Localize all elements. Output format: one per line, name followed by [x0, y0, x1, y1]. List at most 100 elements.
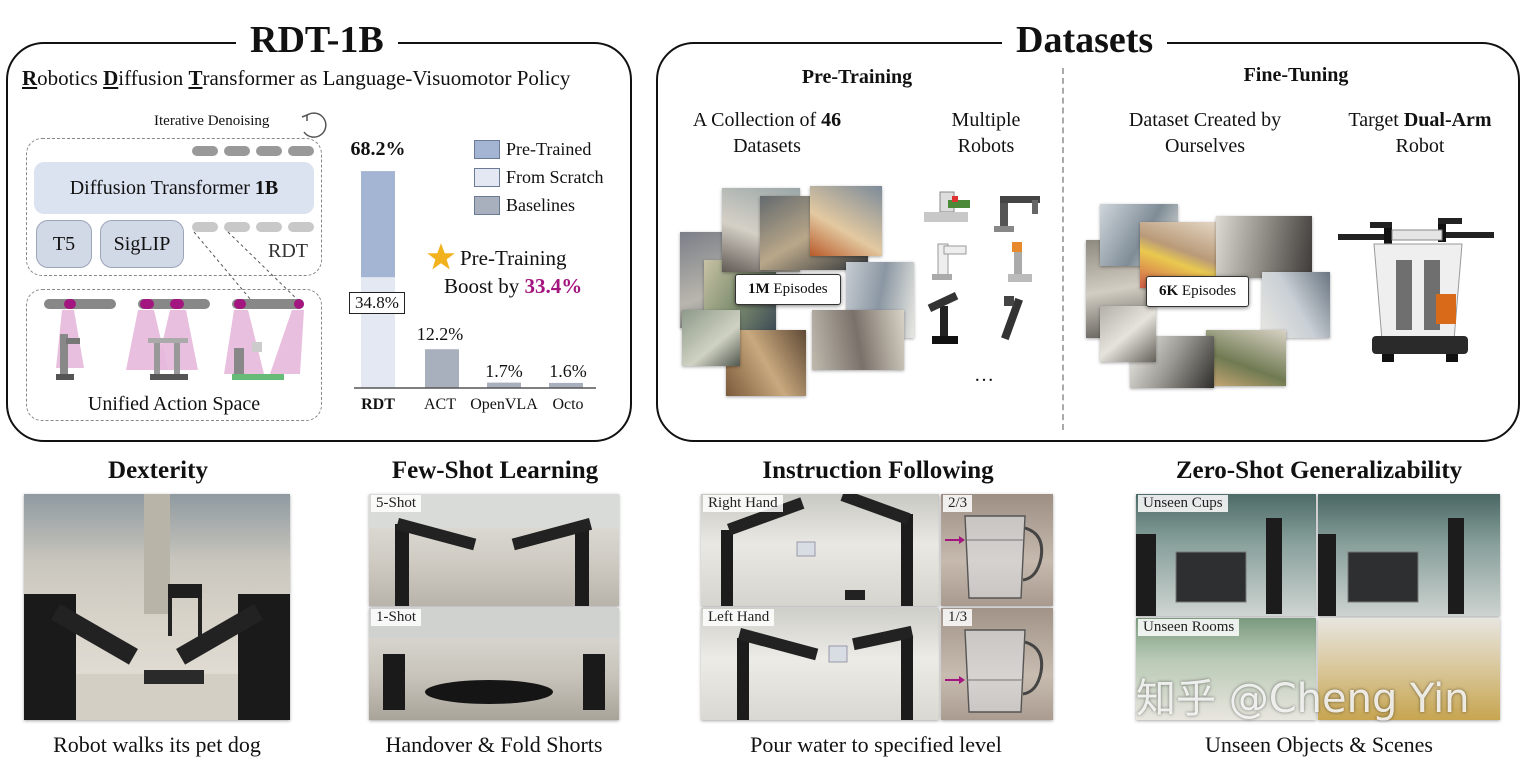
rdt-model-box [26, 138, 322, 276]
instruction-title: Instruction Following [762, 457, 994, 484]
connector-lines [193, 231, 305, 307]
own-line2: Ourselves [1165, 135, 1245, 157]
action-space-label: Unified Action Space [87, 393, 261, 415]
target-robot-text: Target Dual-Arm Robot [1326, 107, 1514, 159]
legend-swatch-baselines [474, 196, 500, 215]
dataset-thumb [812, 310, 904, 370]
zeroshot-title: Zero-Shot Generalizability [1175, 457, 1463, 484]
datasets-title: Datasets [1002, 18, 1168, 62]
robot-icon [1001, 296, 1023, 341]
noise-token [288, 146, 314, 156]
episodes-word: Episodes [769, 281, 828, 297]
subtitle-letter-r: R [22, 66, 38, 90]
boost-value: 33.4% [524, 274, 583, 298]
noise-token [256, 146, 282, 156]
subtitle-part: iffusion [118, 66, 189, 90]
zeroshot-tag-cups: Unseen Cups [1138, 495, 1228, 512]
slot-token-active [170, 299, 184, 309]
instruction-tag-23: 2/3 [943, 495, 973, 512]
zeroshot-tag-rooms: Unseen Rooms [1138, 619, 1240, 636]
instruction-photo-right: Right Hand [701, 494, 939, 606]
robots-line1: Multiple [951, 109, 1021, 131]
slot-token [232, 299, 304, 309]
legend-swatch-pretrained [474, 140, 500, 159]
target-bold: Dual-Arm [1403, 109, 1492, 131]
openvla-value-label: 1.7% [485, 361, 523, 381]
robot-arms-illustration [56, 310, 304, 380]
action-token [256, 222, 282, 232]
fewshot-photo-1shot: 1-Shot [369, 608, 619, 720]
dexterity-caption: Robot walks its pet dog [53, 732, 261, 757]
episodes-count: 6K [1159, 283, 1179, 299]
robot-icon [924, 191, 970, 222]
t5-encoder-block: T5 [36, 220, 92, 268]
boost-prefix: Boost by [444, 274, 525, 298]
slot-token-active [234, 299, 246, 309]
dataset-thumb [682, 310, 740, 366]
action-token [224, 222, 250, 232]
collection-line2: Datasets [733, 135, 801, 157]
own-dataset-text: Dataset Created by Ourselves [1094, 107, 1316, 159]
dual-arm-robot-illustration [1338, 218, 1494, 362]
slot-token-active [294, 299, 304, 309]
episodes-badge-6k: 6K Episodes [1146, 276, 1250, 307]
fewshot-caption: Handover & Fold Shorts [385, 732, 603, 757]
slot-token-active [140, 299, 154, 309]
noise-token [192, 146, 218, 156]
category-label-rdt: RDT [361, 396, 395, 413]
act-value-label: 12.2% [416, 324, 464, 344]
zeroshot-photo-cups-1: Unseen Cups [1136, 494, 1316, 616]
watermark: 知乎 @Cheng Yin [1136, 676, 1470, 722]
rdt-label: RDT [268, 240, 308, 262]
robots-line2: Robots [957, 135, 1015, 157]
rdt-subtitle: Robotics Diffusion Transformer as Langua… [22, 66, 570, 91]
pretraining-boost-line2: Boost by 33.4% [444, 274, 582, 299]
collection-text: A Collection of 46 Datasets [660, 107, 874, 159]
subtitle-letter-t: T [188, 66, 203, 90]
instruction-caption: Pour water to specified level [750, 732, 1002, 757]
unseen-cups-scene-2 [1318, 518, 1464, 616]
dataset-thumb [1216, 216, 1312, 278]
fewshot-photo-5shot: 5-Shot [369, 494, 619, 606]
bar-act [425, 349, 459, 388]
dataset-thumb [1262, 272, 1330, 338]
dataset-thumb [1206, 330, 1286, 386]
episodes-count: 1M [748, 281, 770, 297]
category-label-octo: Octo [552, 396, 584, 413]
dexterity-title: Dexterity [108, 457, 208, 484]
subtitle-part: ransformer as Language-Visuomotor Policy [202, 66, 571, 90]
subtitle-part: obotics [37, 66, 104, 90]
slot-token-active [64, 299, 76, 309]
action-space-box [26, 289, 322, 421]
dataset-thumb [810, 186, 882, 256]
slot-token [44, 299, 116, 309]
cup-23-scene [945, 515, 1044, 599]
episodes-badge-1m: 1M Episodes [735, 274, 841, 305]
action-token [288, 222, 314, 232]
bar-openvla [487, 382, 521, 388]
instruction-tag-13: 1/3 [943, 609, 973, 626]
rdt-scratch-value-label: 34.8% [349, 292, 405, 314]
pretraining-heading: Pre-Training [801, 66, 913, 88]
target-line2: Robot [1395, 135, 1445, 157]
collection-count: 46 [821, 109, 842, 131]
instruction-tag-left: Left Hand [703, 609, 775, 626]
dexterity-photo [24, 494, 290, 720]
fewshot-tag-5shot: 5-Shot [371, 495, 422, 512]
robot-icon [994, 196, 1040, 232]
instruction-cup-23: 2/3 [941, 494, 1053, 606]
finetuning-heading: Fine-Tuning [1243, 64, 1349, 86]
pour-right-scene [721, 494, 913, 606]
multiple-robots-illustration [924, 191, 1040, 344]
robot-icon [1008, 242, 1032, 282]
own-line1: Dataset Created by [1128, 109, 1282, 131]
noise-token [224, 146, 250, 156]
octo-value-label: 1.6% [549, 361, 587, 381]
zeroshot-photo-cups-2 [1318, 494, 1500, 616]
legend-label-pretrained: Pre-Trained [506, 139, 592, 159]
dataset-thumb [1100, 306, 1156, 362]
zeroshot-photo-rooms-1: Unseen Rooms [1136, 618, 1316, 720]
bar-rdt-pretrained [361, 171, 395, 278]
subtitle-letter-d: D [103, 66, 119, 90]
unseen-cups-scene-1 [1136, 518, 1282, 616]
